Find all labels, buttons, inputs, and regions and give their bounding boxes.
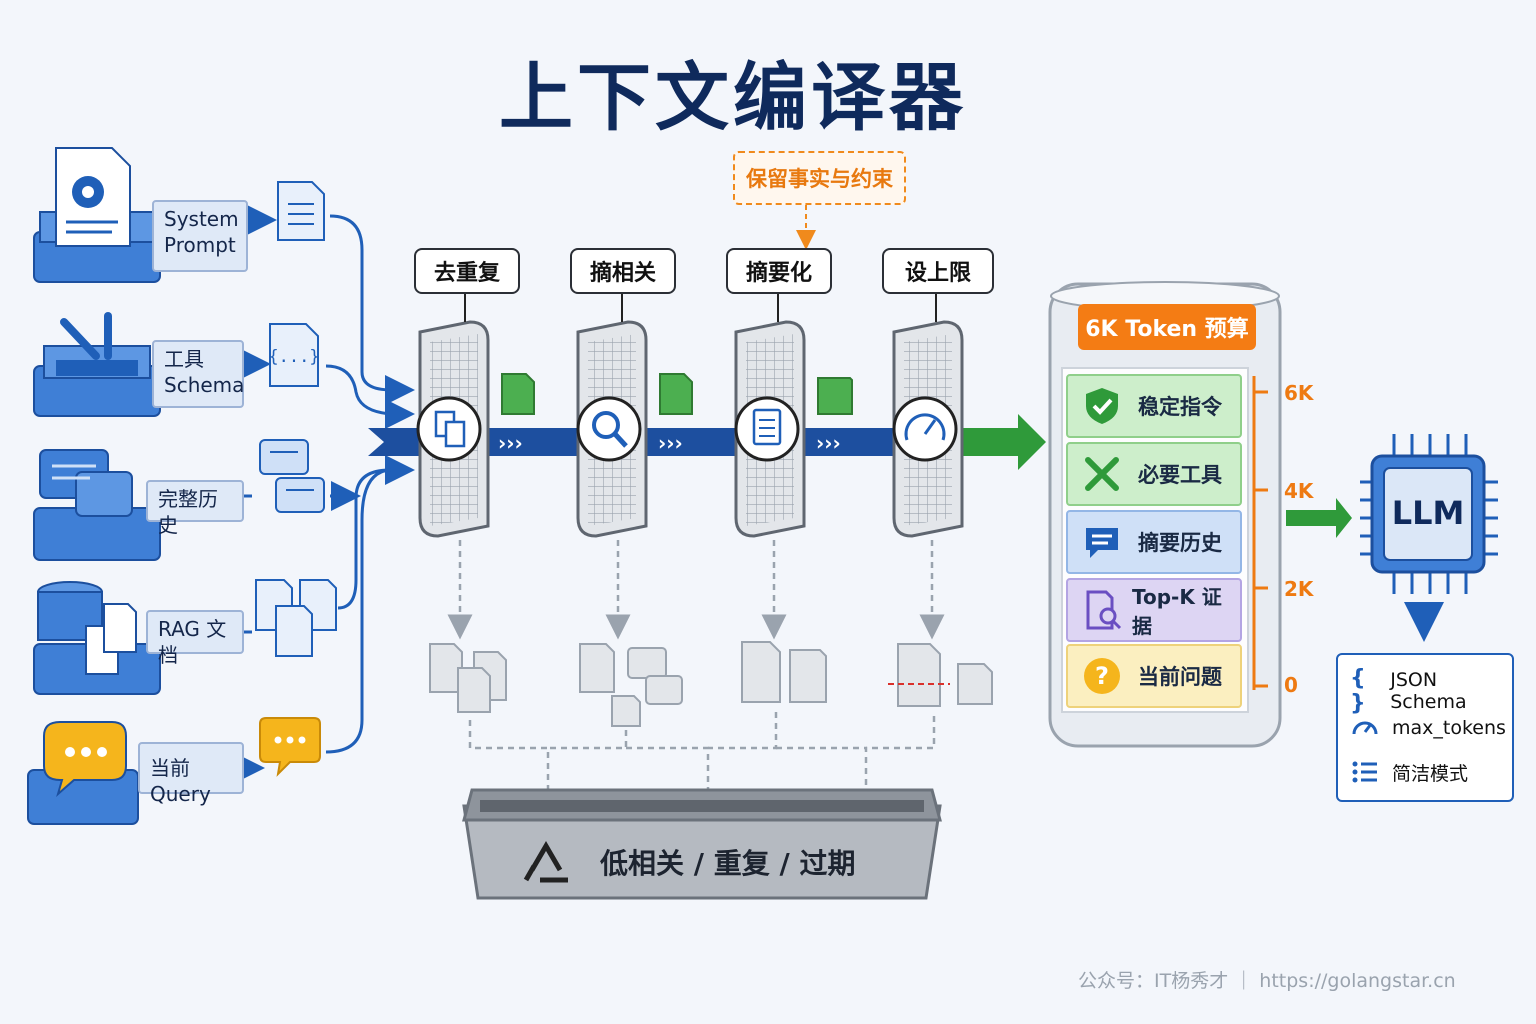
svg-text:›››: ››› xyxy=(498,431,523,455)
source-label-system-prompt: System Prompt xyxy=(152,200,248,272)
block-label: 当前问题 xyxy=(1138,665,1222,689)
input-connectors xyxy=(235,205,415,783)
source-label-current-query: 当前 Query xyxy=(138,742,244,806)
filter-summarize xyxy=(734,320,806,538)
filter-dedupe xyxy=(416,320,490,538)
source-label-tools-schema: 工具 Schema xyxy=(152,340,244,408)
source-tools-schema xyxy=(33,312,161,417)
budget-block-current-question: ? 当前问题 xyxy=(1066,644,1242,708)
recycle-bin xyxy=(462,788,942,900)
block-label: Top-K 证据 xyxy=(1132,585,1222,638)
output-concise-mode: 简洁模式 xyxy=(1350,757,1468,787)
stage-summarize: 摘要化 xyxy=(726,248,832,294)
filter-relevance xyxy=(576,320,648,538)
block-label: 稳定指令 xyxy=(1138,395,1222,419)
label-line: 完整历史 xyxy=(158,487,218,537)
chat-bubbles-icon xyxy=(259,439,325,513)
block-label: 摘要历史 xyxy=(1138,531,1222,555)
green-doc-icon xyxy=(501,373,853,415)
page-title: 上下文编译器 xyxy=(499,55,967,141)
scale-0: 0 xyxy=(1284,673,1298,697)
chat-icon xyxy=(1086,528,1118,558)
discarded-docs xyxy=(429,641,993,727)
preserve-note: 保留事实与约束 xyxy=(733,151,906,205)
budget-title: 6K Token 预算 xyxy=(1078,304,1256,350)
svg-text:›››: ››› xyxy=(816,431,841,455)
scale-6k: 6K xyxy=(1284,381,1314,405)
output-label: 简洁模式 xyxy=(1392,762,1469,785)
discard-paths xyxy=(447,540,945,818)
output-json-schema: { } JSON Schema xyxy=(1350,666,1512,716)
query-bubble-icon xyxy=(259,717,321,777)
budget-block-summary-history: 摘要历史 xyxy=(1066,510,1242,574)
list-icon xyxy=(1350,757,1380,787)
gauge-icon xyxy=(1350,713,1380,743)
llm-chip xyxy=(1360,434,1498,594)
output-max-tokens: max_tokens xyxy=(1350,713,1506,743)
shield-check-icon xyxy=(1086,388,1118,424)
label-line: 工具 xyxy=(164,347,204,371)
docs-stack-icon xyxy=(255,579,337,657)
footer-credit: 公众号：IT杨秀才 ｜ https://golangstar.cn xyxy=(1078,970,1456,992)
source-current-query xyxy=(27,721,139,825)
output-options: { } JSON Schema max_tokens 简洁模式 xyxy=(1336,653,1514,802)
label-line: Schema xyxy=(164,373,245,397)
question-icon: ? xyxy=(1084,658,1120,694)
search-doc-icon xyxy=(1086,590,1122,630)
output-label: JSON Schema xyxy=(1390,669,1467,713)
budget-block-stable-instructions: 稳定指令 xyxy=(1066,374,1242,438)
source-label-rag-docs: RAG 文档 xyxy=(146,610,244,667)
llm-label: LLM xyxy=(1391,494,1465,532)
source-label-full-history: 完整历史 xyxy=(146,480,244,537)
svg-text:›››: ››› xyxy=(658,431,683,455)
json-file-icon: {...} xyxy=(268,323,320,387)
svg-text:{...}: {...} xyxy=(268,347,319,367)
bin-label: 低相关 / 重复 / 过期 xyxy=(600,847,856,880)
recycle-icon xyxy=(523,841,568,883)
stage-connectors xyxy=(464,294,937,322)
tools-icon xyxy=(1085,457,1119,491)
stage-relevance: 摘相关 xyxy=(570,248,676,294)
budget-block-topk-evidence: Top-K 证据 xyxy=(1066,578,1242,642)
source-rag-docs xyxy=(33,581,161,695)
output-label: max_tokens xyxy=(1392,717,1506,739)
block-label: 必要工具 xyxy=(1138,463,1222,487)
scale-4k: 4K xyxy=(1284,479,1314,503)
source-full-history xyxy=(33,449,161,561)
source-system-prompt xyxy=(33,147,161,283)
label-line: Prompt xyxy=(164,233,236,257)
label-line: RAG 文档 xyxy=(158,617,227,667)
label-line: 当前 Query xyxy=(150,756,211,806)
stage-limit: 设上限 xyxy=(882,248,994,294)
braces-icon: { } xyxy=(1350,666,1366,716)
svg-text:?: ? xyxy=(1095,662,1109,690)
scale-2k: 2K xyxy=(1284,577,1314,601)
budget-block-tools: 必要工具 xyxy=(1066,442,1242,506)
doc-icon xyxy=(277,181,325,241)
stage-dedupe: 去重复 xyxy=(414,248,520,294)
label-line: System xyxy=(164,207,239,231)
filter-limit xyxy=(892,320,964,538)
token-scale xyxy=(1252,376,1268,690)
